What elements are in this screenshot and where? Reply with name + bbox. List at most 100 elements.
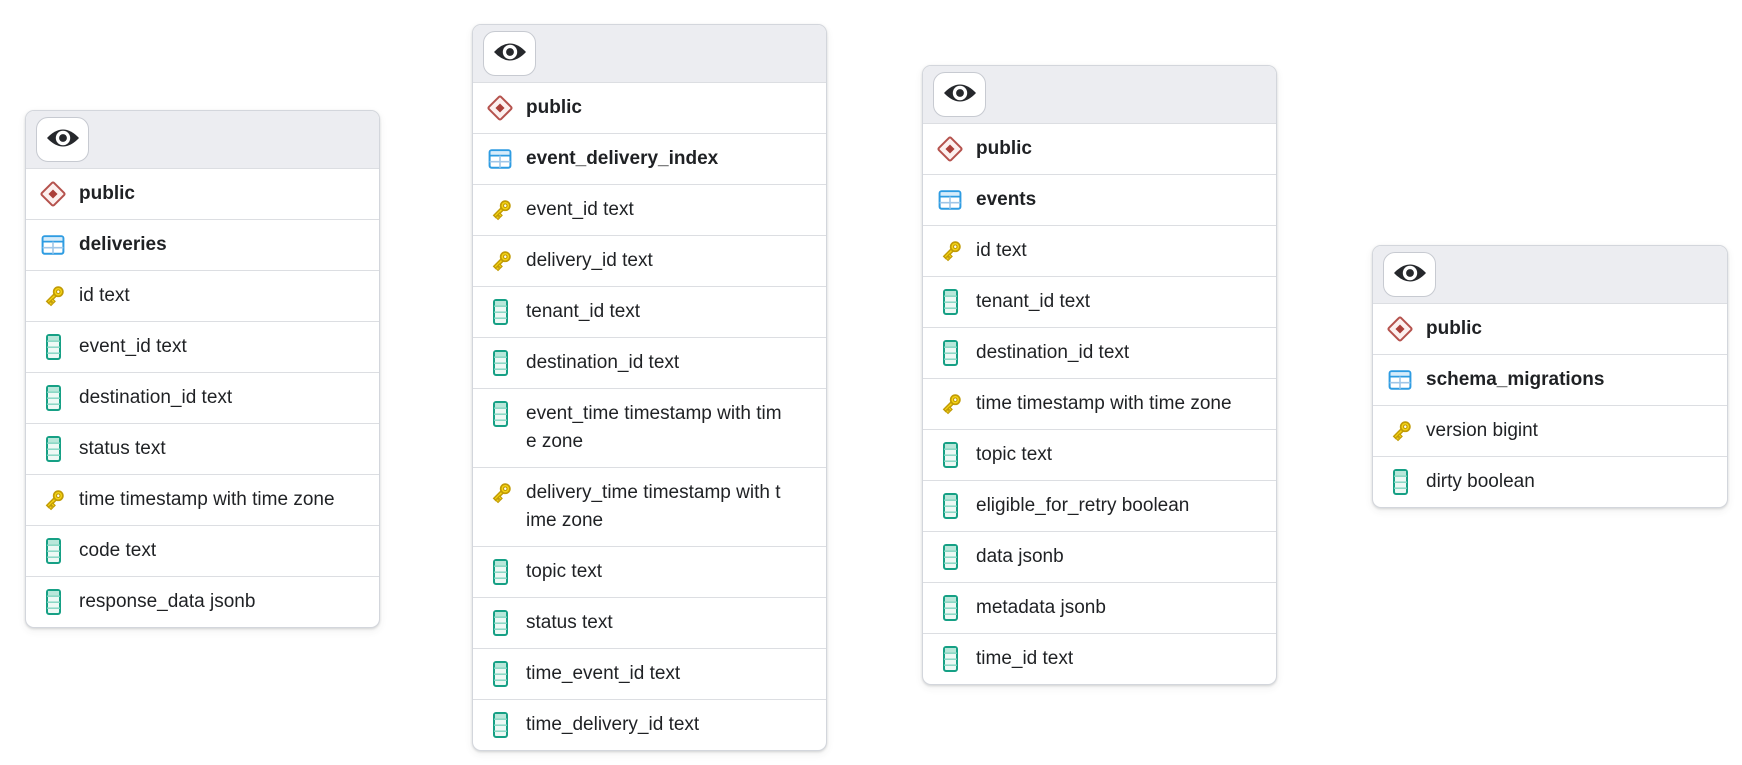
column-row: dirty boolean	[1373, 456, 1727, 507]
diamond-icon	[936, 135, 964, 163]
table-card-events[interactable]: public events id text tenant_id text destina…	[922, 65, 1277, 685]
column-row-label: time timestamp with time zone	[976, 393, 1232, 414]
column-icon	[39, 435, 67, 463]
column-icon	[1386, 468, 1414, 496]
column-icon	[39, 333, 67, 361]
schema-row-label: public	[1426, 318, 1482, 339]
schema-row-label: public	[976, 138, 1032, 159]
table-name-row-label: deliveries	[79, 234, 167, 255]
table-card-event_delivery_index[interactable]: public event_delivery_index event_id text d…	[472, 24, 827, 751]
column-row-label: data jsonb	[976, 546, 1064, 567]
column-row: destination_id text	[473, 337, 826, 388]
column-row-label: status text	[79, 438, 166, 459]
eye-icon	[492, 37, 528, 70]
table-icon	[486, 145, 514, 173]
column-icon	[486, 711, 514, 739]
table-name-row-label: schema_migrations	[1426, 369, 1605, 390]
diamond-icon	[1386, 315, 1414, 343]
table-card-deliveries[interactable]: public deliveries id text event_id text dest…	[25, 110, 380, 628]
column-row: id text	[26, 270, 379, 321]
column-icon	[936, 288, 964, 316]
column-row-label: event_id text	[79, 336, 187, 357]
column-icon	[936, 492, 964, 520]
schema-row: public	[923, 123, 1276, 174]
column-row-label: time timestamp with time zone	[79, 489, 335, 510]
eye-icon	[45, 123, 81, 156]
visibility-toggle-button[interactable]	[483, 31, 536, 76]
table-card-header	[473, 25, 826, 82]
key-icon	[936, 237, 964, 265]
column-icon	[936, 339, 964, 367]
column-row: time timestamp with time zone	[26, 474, 379, 525]
column-row-label: topic text	[976, 444, 1053, 465]
column-icon	[936, 441, 964, 469]
column-row: data jsonb	[923, 531, 1276, 582]
table-name-row-label: events	[976, 189, 1037, 210]
key-icon	[936, 390, 964, 418]
column-row-label: time_id text	[976, 648, 1074, 669]
column-row-label: dirty boolean	[1426, 471, 1535, 492]
column-row: status text	[473, 597, 826, 648]
column-row: topic text	[923, 429, 1276, 480]
column-row: time_event_id text	[473, 648, 826, 699]
column-row-label: version bigint	[1426, 420, 1538, 441]
key-icon	[486, 196, 514, 224]
column-row-label: event_id text	[526, 199, 634, 220]
key-icon	[486, 479, 514, 507]
column-row-label: code text	[79, 540, 157, 561]
key-icon	[1386, 417, 1414, 445]
table-card-header	[923, 66, 1276, 123]
column-row-label: delivery_time timestamp with time zone	[526, 482, 781, 531]
column-row-label: tenant_id text	[976, 291, 1091, 312]
column-row-label: eligible_for_retry boolean	[976, 495, 1190, 516]
table-icon	[936, 186, 964, 214]
schema-row: public	[473, 82, 826, 133]
column-row: destination_id text	[26, 372, 379, 423]
column-row-label: tenant_id text	[526, 301, 641, 322]
column-icon	[486, 660, 514, 688]
column-row: status text	[26, 423, 379, 474]
column-row: event_id text	[26, 321, 379, 372]
column-row-label: topic text	[526, 561, 603, 582]
column-icon	[486, 349, 514, 377]
table-card-header	[26, 111, 379, 168]
table-name-row-label: event_delivery_index	[526, 148, 719, 169]
column-icon	[486, 400, 514, 428]
schema-row: public	[26, 168, 379, 219]
column-icon	[936, 594, 964, 622]
table-card-header	[1373, 246, 1727, 303]
column-row: time timestamp with time zone	[923, 378, 1276, 429]
schema-row-label: public	[526, 97, 582, 118]
column-row: eligible_for_retry boolean	[923, 480, 1276, 531]
table-name-row: deliveries	[26, 219, 379, 270]
column-row-label: destination_id text	[976, 342, 1130, 363]
column-row-label: destination_id text	[79, 387, 233, 408]
column-row-label: id text	[976, 240, 1027, 261]
column-row-label: time_delivery_id text	[526, 714, 700, 735]
column-row: code text	[26, 525, 379, 576]
column-row: id text	[923, 225, 1276, 276]
column-row-label: response_data jsonb	[79, 591, 256, 612]
column-row: delivery_time timestamp with time zone	[473, 467, 826, 546]
column-row-label: id text	[79, 285, 130, 306]
schema-row-label: public	[79, 183, 135, 204]
column-row: topic text	[473, 546, 826, 597]
column-row: metadata jsonb	[923, 582, 1276, 633]
column-icon	[486, 298, 514, 326]
column-row: time_delivery_id text	[473, 699, 826, 750]
column-row: event_time timestamp with time zone	[473, 388, 826, 467]
column-row: delivery_id text	[473, 235, 826, 286]
diamond-icon	[39, 180, 67, 208]
column-row: time_id text	[923, 633, 1276, 684]
key-icon	[486, 247, 514, 275]
schema-row: public	[1373, 303, 1727, 354]
column-row: tenant_id text	[923, 276, 1276, 327]
table-icon	[1386, 366, 1414, 394]
visibility-toggle-button[interactable]	[933, 72, 986, 117]
column-row-label: delivery_id text	[526, 250, 653, 271]
table-name-row: schema_migrations	[1373, 354, 1727, 405]
visibility-toggle-button[interactable]	[36, 117, 89, 162]
visibility-toggle-button[interactable]	[1383, 252, 1436, 297]
